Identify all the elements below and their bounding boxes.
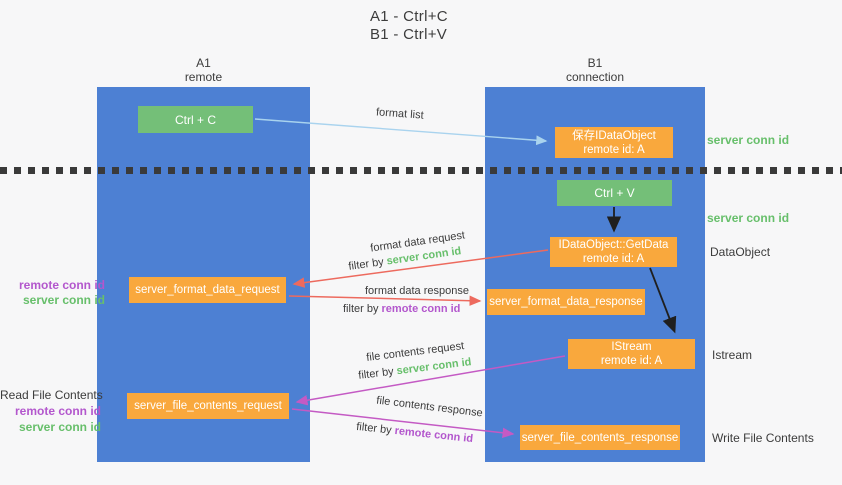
node-save-idataobject-line2: remote id: A [583,143,645,156]
label-server-conn-id-right-mid: server conn id [707,211,790,225]
label-format-list: format list [375,106,425,122]
phase-divider-dotted-line [0,167,842,174]
label-read-file-contents: Read File Contents [0,388,103,402]
node-idataobject-getdata: IDataObject::GetData remote id: A [550,237,677,267]
label-server-conn-id-right-top: server conn id [707,133,790,147]
label-format-data-response: format data response [365,285,469,297]
filter-by-text-2: filter by [343,303,379,315]
label-filter-by-remote-conn-id-2: filter by remote conn id [356,421,474,445]
node-server-file-contents-response: server_file_contents_response [520,425,680,450]
node-server-file-contents-request-label: server_file_contents_request [134,400,282,412]
node-ctrl-v-label: Ctrl + V [594,186,635,200]
label-istream-right: Istream [712,348,753,362]
label-filter-by-remote-conn-id-1: filter by remote conn id [343,303,460,315]
node-istream-line1: IStream [611,341,652,353]
label-file-contents-response: file contents response [375,394,484,420]
filter-by-text-1: filter by [347,256,385,273]
node-istream: IStream remote id: A [568,339,695,369]
title-line-2: B1 - Ctrl+V [370,26,448,43]
column-header-b1: B1 connection [485,56,705,84]
column-header-a1: A1 remote [97,56,310,84]
filter-by-text-4: filter by [355,420,393,437]
label-dataobject: DataObject [710,245,771,259]
left-read-file-group: Read File Contents remote conn id server… [0,387,103,435]
column-b1-name: B1 [587,56,603,70]
label-server-conn-id-left-bottom: server conn id [18,420,101,434]
node-save-idataobject: 保存IDataObject remote id: A [555,127,673,158]
title-line-1: A1 - Ctrl+C [370,8,448,25]
node-server-file-contents-response-label: server_file_contents_response [521,431,679,444]
label-write-file-contents: Write File Contents [712,431,814,445]
diagram-title: A1 - Ctrl+C B1 - Ctrl+V [370,8,448,44]
node-idataobject-getdata-line2: remote id: A [582,253,645,265]
filter-by-text-3: filter by [357,365,395,382]
node-idataobject-getdata-line1: IDataObject::GetData [558,239,669,251]
column-a1-name: A1 [196,56,211,70]
node-ctrl-c: Ctrl + C [138,106,253,133]
label-server-conn-id-left-top: server conn id [22,293,105,307]
node-ctrl-c-label: Ctrl + C [174,112,216,127]
node-ctrl-v: Ctrl + V [557,180,672,206]
node-server-format-data-response-label: server_format_data_response [489,296,643,308]
column-a1-subtitle: remote [184,70,223,84]
label-remote-conn-id-left-top: remote conn id [18,278,105,292]
column-b1-subtitle: connection [565,70,625,84]
node-server-format-data-request: server_format_data_request [129,277,286,303]
node-save-idataobject-line1: 保存IDataObject [572,129,656,142]
left-conn-id-group-top: remote conn id server conn id [0,278,105,308]
remote-conn-id-text-2: remote conn id [394,424,474,446]
node-istream-line2: remote id: A [600,355,663,367]
node-server-file-contents-request: server_file_contents_request [127,393,289,419]
node-server-format-data-request-label: server_format_data_request [135,284,280,296]
node-server-format-data-response: server_format_data_response [487,289,645,315]
remote-conn-id-text-1: remote conn id [381,303,461,315]
server-conn-id-text-2: server conn id [395,356,473,378]
label-remote-conn-id-left-bottom: remote conn id [14,404,101,418]
